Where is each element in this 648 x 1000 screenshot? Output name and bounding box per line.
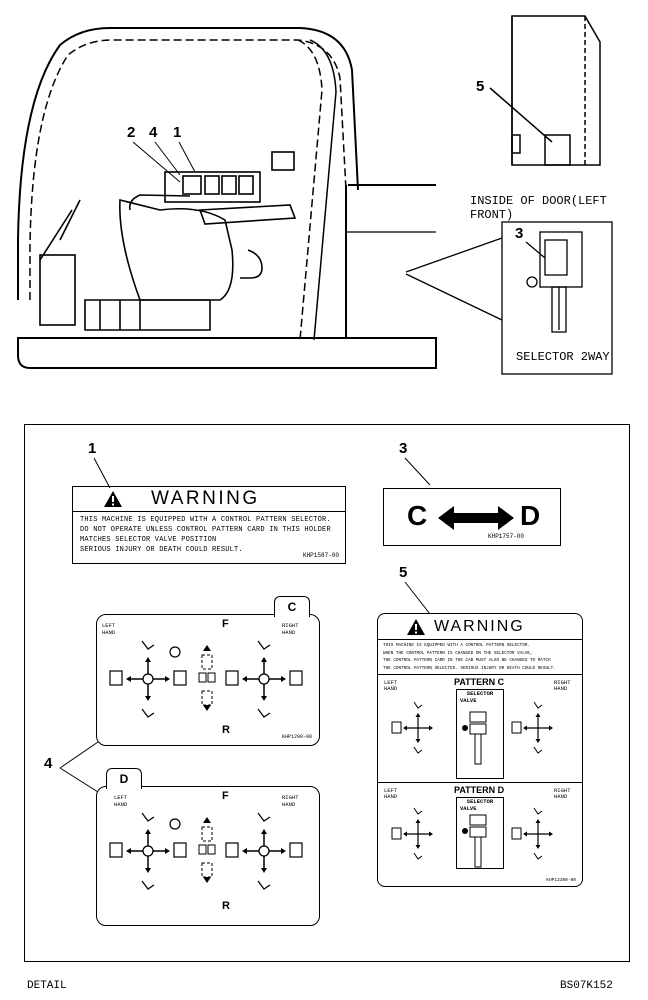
card-c-r: R <box>222 724 230 736</box>
card-d-r: R <box>222 900 230 912</box>
warning-decal-5: WARNING THIS MACHINE IS EQUIPPED WITH A … <box>377 613 583 887</box>
decal1-line: SERIOUS INJURY OR DEATH COULD RESULT. <box>80 546 243 554</box>
pattern-d-label: PATTERN D <box>454 785 505 795</box>
decal3-code: KHP1757-00 <box>488 533 525 540</box>
decal5-code: KHP12300-00 <box>546 878 576 883</box>
valve-d-label: VALVE <box>460 805 477 812</box>
decal5-line: THE CONTROL PATTERN SELECTED. SERIOUS IN… <box>383 665 556 671</box>
card-d-right-2: HAND <box>282 801 296 808</box>
decal5-left-d-2: HAND <box>384 793 398 800</box>
decal3-c: C <box>407 500 428 531</box>
detail-callout-4: 4 <box>44 755 53 772</box>
decal5-heading: WARNING <box>434 618 525 635</box>
card-c-f: F <box>222 618 229 630</box>
callout-5: 5 <box>476 78 485 95</box>
card-c-code: KHP1290-00 <box>282 734 313 740</box>
selector-d-label: SELECTOR <box>466 798 494 805</box>
callout-1: 1 <box>173 124 182 141</box>
selector-c-label: SELECTOR <box>466 690 494 697</box>
warning-decal-1: WARNING THIS MACHINE IS EQUIPPED WITH A … <box>72 486 346 564</box>
card-c-right: RIGHT <box>282 622 299 629</box>
figure-code: BS07K152 <box>560 980 613 992</box>
decal5-line: THE CONTROL PATTERN CARD IN THE CAB MUST… <box>383 658 551 663</box>
decal3-d: D <box>520 500 541 531</box>
selector-decal-3: C D KHP1757-00 <box>383 488 561 546</box>
card-d-f: F <box>222 790 229 802</box>
detail-frame <box>24 424 630 962</box>
decal5-left-d: LEFT <box>384 787 398 794</box>
warning-triangle-icon <box>104 491 122 507</box>
detail-callout-5: 5 <box>399 564 408 581</box>
detail-caption: DETAIL <box>27 980 67 992</box>
card-c-tab: C <box>274 596 310 617</box>
inside-door-caption: INSIDE OF DOOR(LEFT FRONT) <box>470 194 607 222</box>
callout-4: 4 <box>149 124 158 141</box>
decal1-line: MATCHES SELECTOR VALVE POSITION <box>80 536 217 544</box>
detail-callout-3: 3 <box>399 440 408 457</box>
pattern-c-label: PATTERN C <box>454 677 505 687</box>
double-arrow-icon <box>438 506 514 530</box>
card-d-left: LEFT <box>114 794 128 801</box>
decal5-left: LEFT <box>384 679 398 686</box>
card-d-right: RIGHT <box>282 794 299 801</box>
selector-caption: SELECTOR 2WAY <box>516 350 610 364</box>
pattern-card-d <box>96 786 320 926</box>
decal1-line: THIS MACHINE IS EQUIPPED WITH A CONTROL … <box>80 516 331 524</box>
decal5-right-d: RIGHT <box>554 787 571 794</box>
selector-valve-c: SELECTOR VALVE <box>456 689 504 779</box>
decal5-line: WHEN THE CONTROL PATTERN IS CHANGED ON T… <box>383 650 533 656</box>
card-d-left-2: HAND <box>114 801 128 808</box>
valve-c-label: VALVE <box>460 697 477 704</box>
warning-triangle-icon <box>407 619 425 635</box>
callout-2: 2 <box>127 124 136 141</box>
card-c-right-2: HAND <box>282 629 296 636</box>
callout-3: 3 <box>515 225 524 242</box>
decal1-code: KHP1587-00 <box>302 552 339 559</box>
decal5-right-d-2: HAND <box>554 793 568 800</box>
card-c-left: LEFT <box>102 622 116 629</box>
decal5-right: RIGHT <box>554 679 571 686</box>
card-d-tab: D <box>106 768 142 789</box>
decal5-line: THIS MACHINE IS EQUIPPED WITH A CONTROL … <box>383 643 530 648</box>
decal1-heading: WARNING <box>151 488 260 509</box>
pattern-card-c <box>96 614 320 746</box>
detail-callout-1: 1 <box>88 440 97 457</box>
card-c-left-2: HAND <box>102 629 116 636</box>
selector-valve-d: SELECTOR VALVE <box>456 797 504 869</box>
cab-illustration <box>17 15 613 375</box>
decal1-line: DO NOT OPERATE UNLESS CONTROL PATTERN CA… <box>80 526 331 534</box>
decal5-left-2: HAND <box>384 685 398 692</box>
decal5-right-2: HAND <box>554 685 568 692</box>
